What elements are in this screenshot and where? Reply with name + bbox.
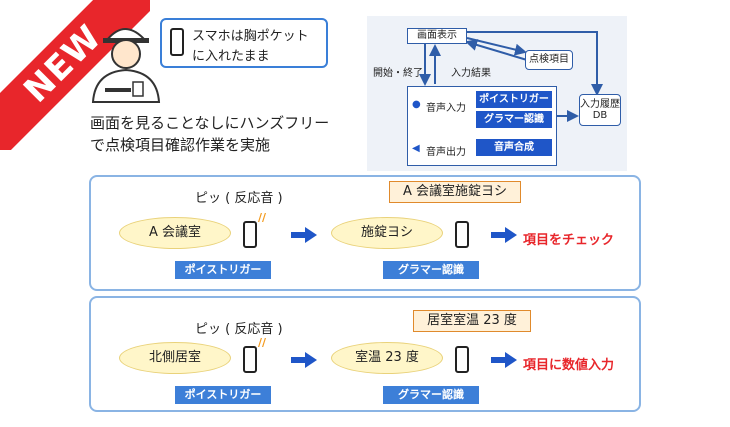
- voice-input-label: 音声入力: [426, 103, 466, 114]
- screen-display-node: 画面表示: [407, 28, 467, 44]
- phone-icon: [243, 346, 257, 373]
- phone-icon: [455, 346, 469, 373]
- arrow-icon: [491, 227, 517, 243]
- headline-2: で点検項目確認作業を実施: [90, 136, 271, 154]
- arrow-icon: [291, 352, 317, 368]
- speech-synthesis-tag: 音声合成: [476, 139, 552, 156]
- keyword-bubble: 北側居室: [119, 342, 231, 374]
- beep-label: ピッ ( 反応音 ): [195, 191, 283, 206]
- sound-icon: ∕∕: [258, 211, 267, 224]
- arrow-icon: [491, 352, 517, 368]
- result-label: 項目をチェック: [523, 233, 615, 248]
- voice-output-label: 音声出力: [426, 147, 466, 158]
- input-history-db-node: 入力履歴 DB: [579, 94, 621, 126]
- db-label: DB: [592, 110, 608, 121]
- grammar-recognition-tag: グラマー認識: [476, 111, 552, 128]
- result-label: 項目に数値入力: [523, 358, 615, 373]
- grammar-chip: グラマー認識: [383, 386, 479, 404]
- system-diagram: 画面表示 開始・終了 入力結果 点検項目 入力履歴 DB ● 音声入力 ポイスト…: [367, 16, 627, 171]
- poi-trigger-tag: ポイストリガー: [476, 91, 552, 108]
- phrase-bubble: 施錠ヨシ: [331, 217, 443, 249]
- input-result-label: 入力結果: [451, 68, 491, 79]
- example-panel-2: ピッ ( 反応音 ) 北側居室 ∕∕ 居室室温 23 度 室温 23 度 項目に…: [89, 296, 641, 412]
- headline-1: 画面を見ることなしにハンズフリー: [90, 114, 330, 132]
- example-panel-1: ピッ ( 反応音 ) A 会議室 ∕∕ A 会議室施錠ヨシ 施錠ヨシ 項目をチェ…: [89, 175, 641, 291]
- arrow-icon: [291, 227, 317, 243]
- phone-icon: [243, 221, 257, 248]
- bubble-text-1: スマホは胸ポケット: [192, 29, 309, 44]
- sound-icon: ∕∕: [258, 336, 267, 349]
- grammar-chip: グラマー認識: [383, 261, 479, 279]
- speaker-icon: ◀: [412, 143, 420, 154]
- phone-icon: [455, 221, 469, 248]
- keyword-bubble: A 会議室: [119, 217, 231, 249]
- pocket-bubble: スマホは胸ポケット に入れたまま: [160, 18, 328, 68]
- voice-system-box: ● 音声入力 ポイストリガー グラマー認識 ◀ 音声出力 音声合成: [407, 86, 557, 166]
- start-end-label: 開始・終了: [373, 68, 423, 79]
- input-history-label: 入力履歴: [580, 99, 620, 110]
- diagram-connectors: [419, 31, 603, 122]
- beep-label: ピッ ( 反応音 ): [195, 322, 283, 337]
- mic-icon: ●: [412, 99, 421, 110]
- inspection-items-node: 点検項目: [525, 50, 573, 70]
- trigger-chip: ポイストリガー: [175, 386, 271, 404]
- bubble-text-2: に入れたまま: [192, 49, 270, 64]
- phone-icon: [170, 28, 184, 56]
- confirm-callout: 居室室温 23 度: [413, 310, 531, 332]
- confirm-callout: A 会議室施錠ヨシ: [389, 181, 521, 203]
- worker-illustration: [91, 28, 161, 103]
- phrase-bubble: 室温 23 度: [331, 342, 443, 374]
- trigger-chip: ポイストリガー: [175, 261, 271, 279]
